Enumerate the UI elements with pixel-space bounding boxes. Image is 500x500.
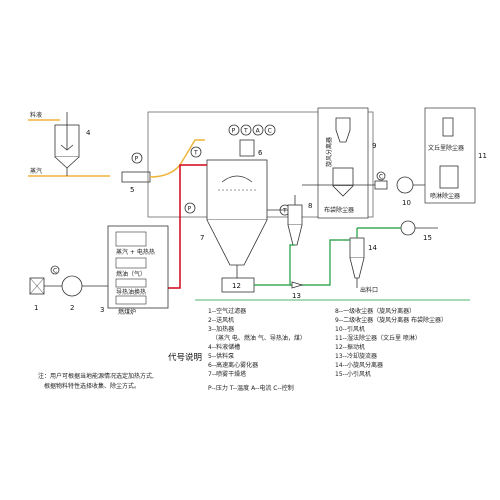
heat-src-3: 导热油换热 xyxy=(116,288,146,296)
svg-text:A: A xyxy=(256,128,261,135)
spray-dust-label: 喷淋除尘器 xyxy=(430,192,460,200)
num-3: 3 xyxy=(100,306,104,314)
svg-text:P: P xyxy=(135,156,139,163)
drying-tower: 7 xyxy=(200,159,268,278)
legend-r-5: 13--冷却旋流器 xyxy=(335,352,377,360)
legend-l-0: 1--空气过滤器 xyxy=(208,307,246,315)
num-1: 1 xyxy=(34,304,38,312)
supply-blower: C 2 xyxy=(44,265,108,312)
legend-l-1: 2--送风机 xyxy=(208,316,234,324)
svg-text:C: C xyxy=(379,174,383,181)
legend: 代号说明 1--空气过滤器 2--送风机 3--加热器 （蒸汽 电、燃油 气、导… xyxy=(168,299,470,392)
water-dust-label: 文丘里除尘器 xyxy=(428,144,464,152)
heat-src-2: 燃油（气） xyxy=(116,270,146,278)
legend-r-7: 15--小引风机 xyxy=(335,370,371,378)
vibrator: 12 xyxy=(221,277,255,293)
pressure-gauge-tower: P xyxy=(184,202,196,214)
legend-r-6: 14--小旋风分离器 xyxy=(335,361,383,369)
air-filter: 1 xyxy=(29,277,45,312)
legend-l-6: 6--高速离心雾化器 xyxy=(208,361,258,369)
svg-text:P: P xyxy=(232,128,236,135)
cooling-line: 13 xyxy=(254,239,350,300)
svg-text:T: T xyxy=(243,128,248,135)
wet-scrubber-box: 文丘里除尘器 喷淋除尘器 11 xyxy=(424,107,487,204)
legend-symbols: P--压力 T--温度 A--电流 C--控制 xyxy=(208,384,294,392)
num-6: 6 xyxy=(258,149,263,157)
temp-gauge-inlet: T xyxy=(190,146,202,158)
num-10: 10 xyxy=(402,199,411,207)
steam-label: 蒸汽 xyxy=(30,167,42,175)
cyclone-sep-label: 旋风分离器 xyxy=(325,137,333,167)
svg-text:P: P xyxy=(188,206,192,213)
svg-text:T: T xyxy=(193,150,198,157)
legend-r-2: 10--引风机 xyxy=(335,325,365,333)
outlet-label: 出料口 xyxy=(360,286,378,294)
legend-r-3: 11--湿法除尘器（文丘里 喷淋） xyxy=(335,334,421,342)
svg-text:T: T xyxy=(282,208,287,215)
legend-l-4: 4--料液储槽 xyxy=(208,343,240,351)
num-14: 14 xyxy=(368,244,377,252)
num-12: 12 xyxy=(232,282,241,290)
bag-dust-label: 布袋除尘器 xyxy=(324,206,354,214)
note: 注：用户可根据当地能源情况选定加热方式, 根据物料特性选择收集、除尘方式。 xyxy=(38,372,154,390)
legend-l-3: （蒸汽 电、燃油 气、导热油，煤） xyxy=(212,334,306,342)
heater-block: 蒸汽 + 电热热 燃油（气） 导热油换热 燃煤炉 3 xyxy=(100,225,169,316)
num-5: 5 xyxy=(130,186,134,194)
num-9: 9 xyxy=(372,142,376,150)
hot-air-duct xyxy=(168,164,207,289)
num-7: 7 xyxy=(200,234,204,242)
induced-fan: C 10 xyxy=(302,171,438,207)
small-cyclone: 14 出料口 xyxy=(349,237,378,294)
legend-r-0: 8--一级收尘器（旋风分离器） xyxy=(335,307,415,315)
feed-tank: 料液 蒸汽 4 xyxy=(28,111,110,177)
pressure-gauge-feed: P xyxy=(131,152,143,164)
legend-l-7: 7--喷雾干燥塔 xyxy=(208,370,246,378)
legend-l-2: 3--加热器 xyxy=(208,325,234,333)
heat-src-1: 蒸汽 + 电热热 xyxy=(116,248,155,256)
legend-title: 代号说明 xyxy=(168,352,202,363)
svg-text:C: C xyxy=(53,268,57,275)
atomizer: P T A C 6 xyxy=(228,124,276,157)
num-15: 15 xyxy=(423,234,432,242)
note-line-2: 根据物料特性选择收集、除尘方式。 xyxy=(44,382,140,390)
coal-furnace-label: 燃煤炉 xyxy=(118,308,136,316)
secondary-collector-box: 旋风分离器 布袋除尘器 9 xyxy=(317,107,376,219)
num-11: 11 xyxy=(478,152,487,160)
note-line-1: 注：用户可根据当地能源情况选定加热方式, xyxy=(38,372,154,380)
small-fan: 15 xyxy=(356,220,438,242)
num-8: 8 xyxy=(308,202,312,210)
num-2: 2 xyxy=(70,304,74,312)
legend-l-5: 5--供料泵 xyxy=(208,352,234,360)
primary-cyclone: 8 xyxy=(267,195,312,246)
num-13: 13 xyxy=(292,292,301,300)
legend-r-1: 9--二级收尘器（旋风分离器 布袋除尘器） xyxy=(335,316,447,324)
feed-label: 料液 xyxy=(30,111,42,119)
svg-text:C: C xyxy=(268,128,272,135)
num-4: 4 xyxy=(86,129,91,137)
legend-r-4: 12--振动机 xyxy=(335,343,365,351)
